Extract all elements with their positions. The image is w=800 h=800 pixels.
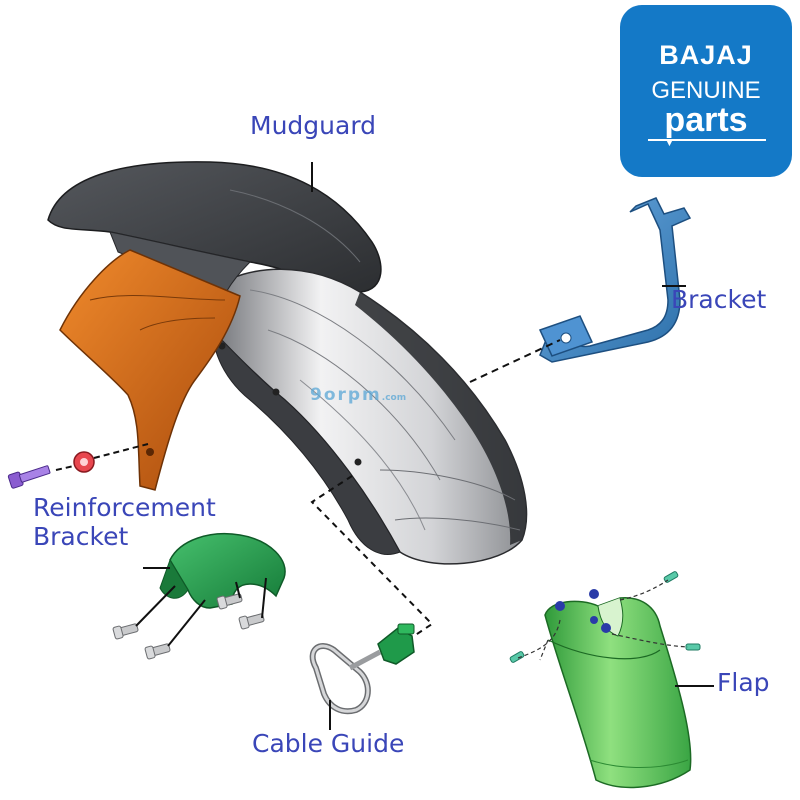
logo-genuine: GENUINE bbox=[651, 77, 761, 104]
label-mudguard: Mudguard bbox=[250, 111, 377, 140]
logo-arrow-icon: ▼ bbox=[664, 137, 675, 149]
label-reinforcement-line2: Bracket bbox=[33, 521, 129, 551]
logo-brand: BAJAJ bbox=[659, 40, 753, 70]
cable-guide-part bbox=[309, 623, 415, 715]
flap-part bbox=[509, 571, 701, 789]
watermark-suffix: .com bbox=[381, 393, 407, 403]
bolt-and-washer bbox=[7, 443, 149, 489]
logo-parts: parts bbox=[664, 101, 748, 139]
cap-screws bbox=[112, 577, 267, 660]
label-flap: Flap bbox=[717, 668, 770, 697]
label-reinforcement-bracket: Reinforcement Bracket bbox=[33, 493, 216, 552]
bajaj-genuine-parts-logo: BAJAJ GENUINE parts ▼ bbox=[620, 5, 792, 177]
logo-underline bbox=[648, 139, 766, 141]
leader-lines bbox=[143, 162, 714, 730]
label-bracket: Bracket bbox=[671, 285, 767, 314]
reinforcement-bracket bbox=[59, 249, 241, 491]
reinforcement-cap bbox=[159, 533, 286, 609]
label-reinforcement-line1: Reinforcement bbox=[33, 493, 216, 522]
bracket-part bbox=[538, 197, 692, 363]
label-cable-guide: Cable Guide bbox=[252, 729, 405, 758]
watermark-text: 9orpm bbox=[310, 385, 382, 405]
cable-guide-grommet bbox=[377, 623, 415, 665]
watermark: 9orpm.com bbox=[310, 385, 406, 405]
